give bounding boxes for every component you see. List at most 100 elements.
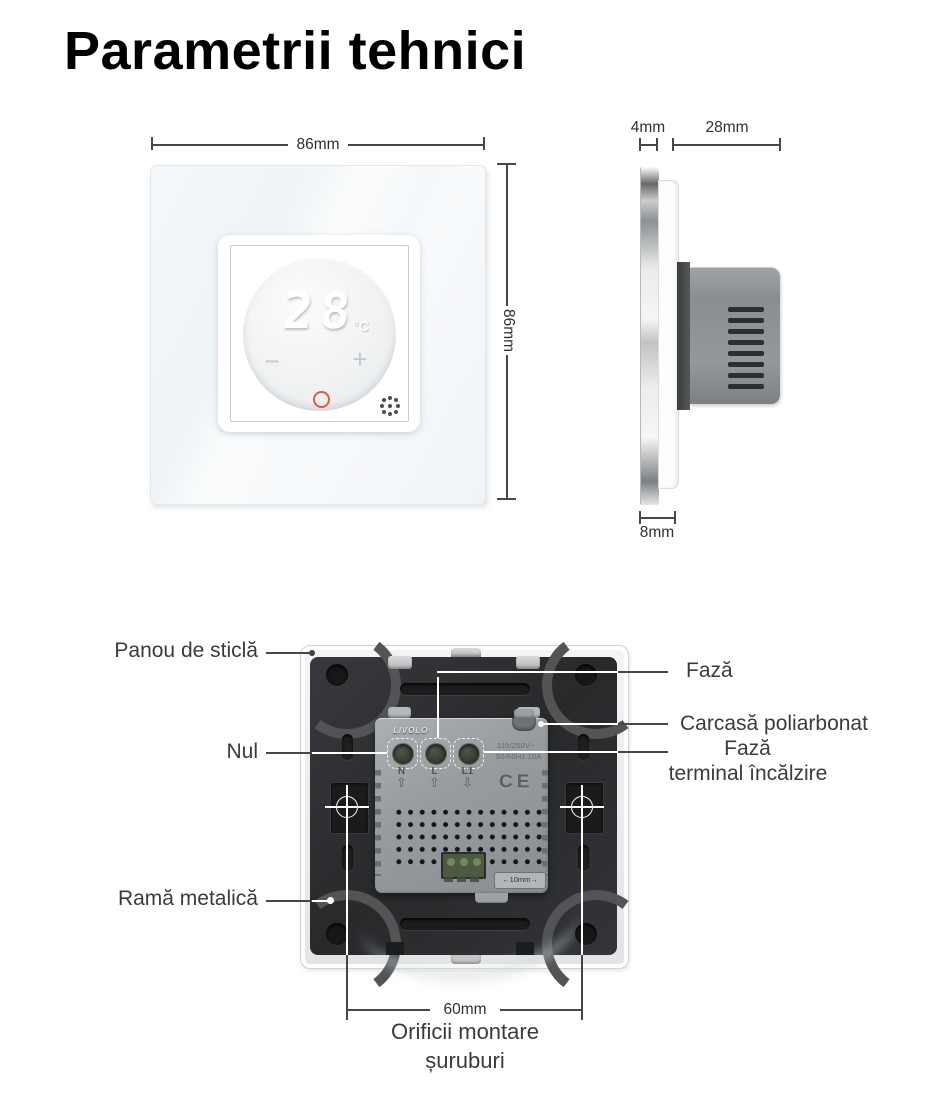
wire-gauge-label: ←10mm→ [494,872,546,889]
module-fins [375,770,381,876]
side-slot [578,734,589,760]
vent-slot [728,351,764,356]
front-height-dimension-label: 86mm [499,306,517,356]
leader-line [266,900,312,902]
annotation-neutral: Nul [226,740,258,763]
mounting-clip [388,656,412,669]
terminal-label-l: L [431,766,438,777]
ce-mark: CE [499,772,534,793]
leader-line [618,723,668,725]
terminal-label-l1: L1 [461,766,474,777]
terminal-l[interactable] [425,743,447,765]
leader-line [484,751,618,753]
mounting-clip [451,648,481,657]
vent-slot [728,373,764,378]
module-depth-label: 28mm [705,119,749,136]
dim-tick [639,138,641,151]
leader-line [266,652,309,654]
annotation-phase: Fază [686,659,733,682]
terminal-n[interactable] [392,743,414,765]
glass-thickness-label: 4mm [630,119,666,136]
annotation-heating-phase: Fază [724,737,771,760]
mounting-slot-bottom [400,918,530,930]
corner-hole [575,923,597,945]
crosshair-line [581,785,583,829]
plate-notch [516,942,534,955]
leader-dot [309,650,315,656]
vent-slot [728,329,764,334]
display-circle [243,258,396,411]
side-view-module-body [690,267,780,404]
display-square-outline [230,245,409,422]
plus-touch-button[interactable]: + [352,344,368,374]
leader-line [437,671,618,673]
module-clip [388,707,411,718]
module-bottom-tab [475,893,508,903]
rating-text-line1: 110/250V~ [497,741,535,750]
terminal-block-markings [444,877,481,882]
minus-touch-button[interactable]: − [264,346,280,376]
vent-slot [728,307,764,312]
annotation-glass-panel: Panou de sticlă [114,639,258,662]
terminal-arrow-up-icon: ⇧ [396,776,407,791]
dimension-line-4mm [640,144,657,146]
terminal-outline [420,738,451,769]
leader-line [437,677,439,738]
plate-notch [386,942,404,955]
module-notch [512,718,536,731]
module-clip [514,709,534,719]
dimension-line-8mm [640,517,675,519]
temperature-unit: °C [353,318,369,334]
dim-tick [483,137,485,150]
terminal-l1[interactable] [458,743,480,765]
terminal-outline [387,738,418,769]
leader-line [618,751,668,753]
terminal-block-slots [447,858,455,866]
leader-dot [327,897,334,904]
terminal-label-n: N [397,766,406,777]
side-view-glass-edge [640,167,659,505]
vent-slot [728,362,764,367]
mounting-clip [516,656,540,669]
corner-hole [326,664,348,686]
annotation-mounting-holes: Orificii montare [391,1019,539,1044]
front-width-dimension-label: 86mm [288,136,348,154]
annotation-metal-frame: Ramă metalică [117,887,258,910]
terminal-arrow-down-icon: ⇩ [462,776,473,791]
annotation-case: Carcasă poliarbonat [680,712,868,735]
side-slot [342,734,353,760]
dimension-line-28mm [673,144,780,146]
extension-line [581,818,583,955]
module-fins [542,770,548,876]
extension-line [581,955,583,1020]
leader-line [544,723,618,725]
panel-depth-label: 8mm [639,524,675,541]
dim-tick [672,138,674,151]
terminal-arrow-up-icon: ⇧ [429,776,440,791]
leader-line [312,900,329,902]
leader-line [618,671,668,673]
side-view-module-connector [677,262,690,410]
corner-hole [575,664,597,686]
mounting-slot-top [400,683,530,695]
corner-hole [326,923,348,945]
extension-line [346,955,348,1020]
leader-line [312,752,387,754]
page-title: Parametrii tehnici [64,21,527,81]
terminal-outline [453,738,484,769]
side-view-panel-back [658,180,679,489]
speaker-icon [388,404,392,408]
rating-text-line2: 50/60Hz 10A [496,752,542,761]
dim-tick [639,511,641,524]
annotation-mounting-holes-2: șuruburi [425,1048,505,1073]
vent-slot [728,384,764,389]
side-slot [578,845,589,871]
extension-line [346,818,348,955]
leader-dot [538,721,544,727]
brand-logo: LIVOLO [393,725,429,735]
annotation-heating-terminal: terminal încălzire [668,762,828,785]
side-slot [342,845,353,871]
vent-slot [728,340,764,345]
crosshair-line [346,785,348,829]
power-indicator-icon[interactable] [313,391,330,408]
